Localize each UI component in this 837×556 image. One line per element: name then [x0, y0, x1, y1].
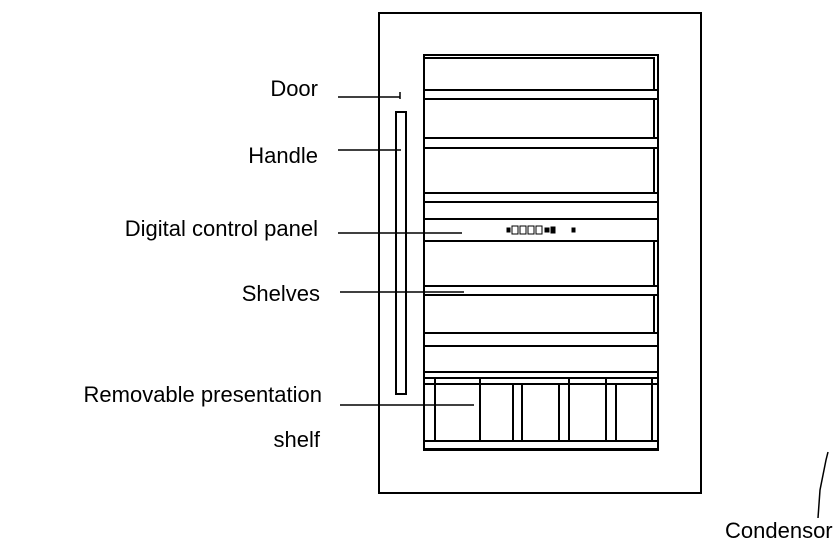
shelf-band [423, 240, 655, 287]
shelf-band [423, 201, 659, 220]
presentation-shelf-drawing [423, 377, 659, 450]
cabinet-frame [378, 12, 702, 494]
shelf-band [423, 332, 659, 347]
condensor-leader-line [817, 451, 829, 519]
shelf-band [423, 57, 655, 91]
shelf-band [423, 89, 659, 100]
label-presentation-shelf-line1: Removable presentation [83, 382, 322, 407]
digital-display-icon [506, 225, 576, 235]
label-handle: Handle [248, 143, 318, 168]
leader-lines [338, 92, 829, 519]
label-shelves: Shelves [241, 281, 320, 306]
shelf-band [423, 294, 655, 334]
shelf-band [423, 147, 655, 194]
label-presentation-shelf-line2: shelf [273, 427, 320, 452]
shelf-band [423, 137, 659, 149]
label-condensor: Condensor [725, 518, 833, 543]
handle-bar [395, 111, 407, 395]
shelf-band [423, 192, 659, 203]
shelf-band [423, 285, 659, 296]
glass-area [423, 54, 659, 451]
shelf-band [423, 98, 655, 139]
label-door: Door [270, 76, 318, 101]
label-digital-control-panel: Digital control panel [124, 216, 318, 241]
shelves-group [423, 57, 659, 373]
shelf-band [423, 345, 659, 373]
control-panel-band [423, 218, 659, 242]
